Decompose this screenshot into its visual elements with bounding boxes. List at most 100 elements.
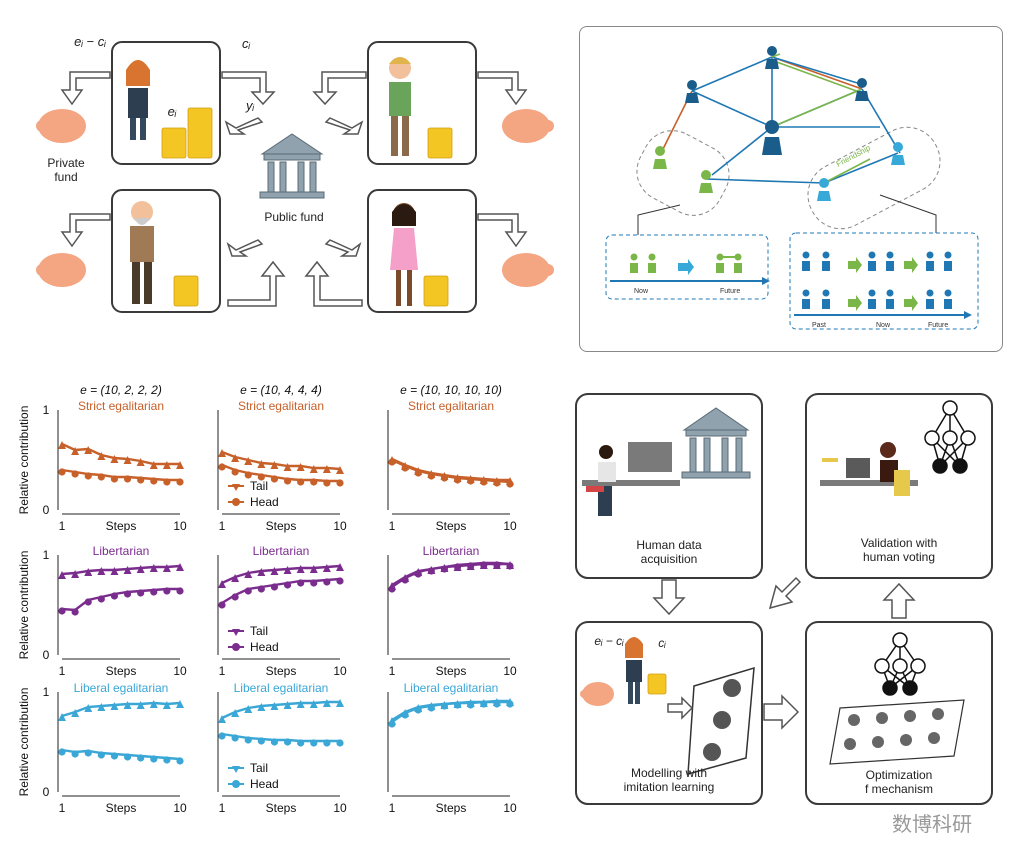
chart-title: Libertarian bbox=[93, 544, 150, 558]
data-point-head bbox=[297, 579, 305, 587]
data-point-head bbox=[176, 587, 184, 595]
data-point-head bbox=[467, 477, 475, 485]
data-point-head bbox=[283, 477, 292, 485]
x-tick-label: 10 bbox=[173, 519, 187, 533]
data-point-tail bbox=[218, 715, 226, 723]
data-point-tail bbox=[296, 700, 305, 708]
x-axis-label: Steps bbox=[106, 519, 137, 533]
x-tick-label: 1 bbox=[59, 801, 66, 815]
data-point-tail bbox=[244, 570, 253, 578]
series-line-head bbox=[391, 458, 511, 484]
data-point-head bbox=[453, 563, 462, 571]
watermark-text: 数博科研 bbox=[892, 812, 972, 836]
data-point-head bbox=[283, 738, 292, 746]
data-point-tail bbox=[58, 571, 66, 579]
data-point-tail bbox=[270, 702, 279, 710]
x-tick-label: 10 bbox=[333, 519, 347, 533]
data-point-head bbox=[58, 748, 66, 756]
data-point-tail bbox=[336, 563, 344, 571]
legend-label-tail: Tail bbox=[250, 479, 268, 493]
person-man-figure-top bbox=[389, 57, 411, 156]
series-line-tail bbox=[61, 442, 180, 466]
data-point-tail bbox=[257, 460, 266, 468]
arrow-diag-validation-to-model bbox=[768, 576, 802, 610]
data-point-tail bbox=[84, 704, 93, 712]
data-point-head bbox=[506, 700, 514, 708]
network-edges bbox=[659, 53, 901, 184]
chart-title: Strict egalitarian bbox=[78, 399, 164, 413]
label-pipeline-ei-minus-ci: eᵢ − cᵢ bbox=[594, 634, 624, 648]
data-point-head bbox=[401, 464, 409, 472]
column-title: e = (10, 10, 10, 10) bbox=[400, 383, 502, 397]
public-fund-bank-icon bbox=[259, 133, 325, 199]
data-point-head bbox=[414, 706, 422, 714]
timeline-right-content bbox=[794, 251, 972, 319]
data-point-head bbox=[453, 701, 462, 709]
data-point-head bbox=[270, 583, 279, 591]
model-arrow-small bbox=[667, 696, 694, 720]
legend-label-tail: Tail bbox=[250, 761, 268, 775]
piggy-bank-icon-bottom-left bbox=[36, 253, 86, 287]
coin-stack-top-right bbox=[427, 127, 453, 159]
data-point-tail bbox=[162, 701, 171, 709]
legend-label-head: Head bbox=[250, 495, 279, 509]
arrow-right-model-to-opt bbox=[763, 694, 800, 730]
data-point-head bbox=[71, 608, 79, 616]
data-point-head bbox=[163, 478, 171, 486]
data-point-tail bbox=[231, 574, 240, 582]
piggy-bank-icon-top-left bbox=[36, 109, 86, 143]
data-point-head bbox=[123, 475, 132, 483]
x-axis-label: Steps bbox=[106, 801, 137, 815]
data-point-head bbox=[110, 592, 119, 600]
series-line-tail bbox=[221, 700, 340, 720]
data-point-tail bbox=[244, 705, 253, 713]
arrow-up-opt-to-validation bbox=[882, 582, 916, 619]
legend-marker-head bbox=[232, 498, 240, 506]
y-tick-label: 0 bbox=[43, 785, 50, 799]
data-point-head bbox=[244, 471, 252, 479]
label-ci-top: cᵢ bbox=[241, 36, 251, 51]
y-tick-label: 1 bbox=[43, 403, 50, 417]
person-box-bottom-right bbox=[367, 189, 477, 313]
chart-grid-svg: e = (10, 2, 2, 2)e = (10, 4, 4, 4)e = (1… bbox=[17, 383, 517, 815]
data-point-head bbox=[218, 601, 226, 609]
data-point-head bbox=[310, 739, 318, 747]
x-tick-label: 10 bbox=[173, 664, 187, 678]
series-line-head bbox=[221, 577, 341, 605]
person-girl-figure bbox=[390, 203, 418, 306]
data-point-tail bbox=[149, 700, 158, 708]
neural-network-icon-top bbox=[924, 400, 976, 474]
x-tick-label: 10 bbox=[503, 664, 517, 678]
x-axis-label: Steps bbox=[436, 664, 467, 678]
pipeline-arrows bbox=[652, 576, 916, 730]
piggy-bank-icon-top-right bbox=[502, 109, 554, 143]
data-point-head bbox=[493, 700, 501, 708]
label-validation: Validation with human voting bbox=[860, 536, 938, 564]
data-point-head bbox=[84, 749, 92, 757]
legend-marker-head bbox=[232, 780, 240, 788]
panel-a-public-goods-game: eᵢ − cᵢ cᵢ yᵢ eᵢ Private fund Public fun… bbox=[0, 0, 560, 340]
data-point-tail bbox=[283, 463, 292, 471]
data-point-tail bbox=[257, 703, 266, 711]
data-point-tail bbox=[231, 454, 240, 462]
data-point-head bbox=[150, 755, 158, 763]
chart-title: Libertarian bbox=[423, 544, 480, 558]
data-point-tail bbox=[270, 567, 279, 575]
data-point-head bbox=[218, 463, 226, 471]
data-point-tail bbox=[84, 568, 93, 576]
person-woman-figure bbox=[126, 60, 150, 140]
data-point-head bbox=[440, 565, 449, 573]
coin-stack-bottom-right bbox=[423, 275, 449, 307]
x-axis-label: Steps bbox=[266, 519, 297, 533]
label-ei: eᵢ bbox=[167, 104, 177, 119]
data-point-head bbox=[270, 475, 279, 483]
coin-stack-top-left bbox=[161, 107, 213, 159]
data-point-head bbox=[176, 757, 184, 765]
data-point-tail bbox=[283, 566, 292, 574]
legend-marker-tail bbox=[232, 629, 240, 636]
x-tick-label: 1 bbox=[389, 801, 396, 815]
data-point-tail bbox=[176, 461, 184, 469]
arrow-down-human-to-model bbox=[652, 579, 686, 616]
data-point-head bbox=[297, 478, 305, 486]
y-tick-label: 0 bbox=[43, 503, 50, 517]
